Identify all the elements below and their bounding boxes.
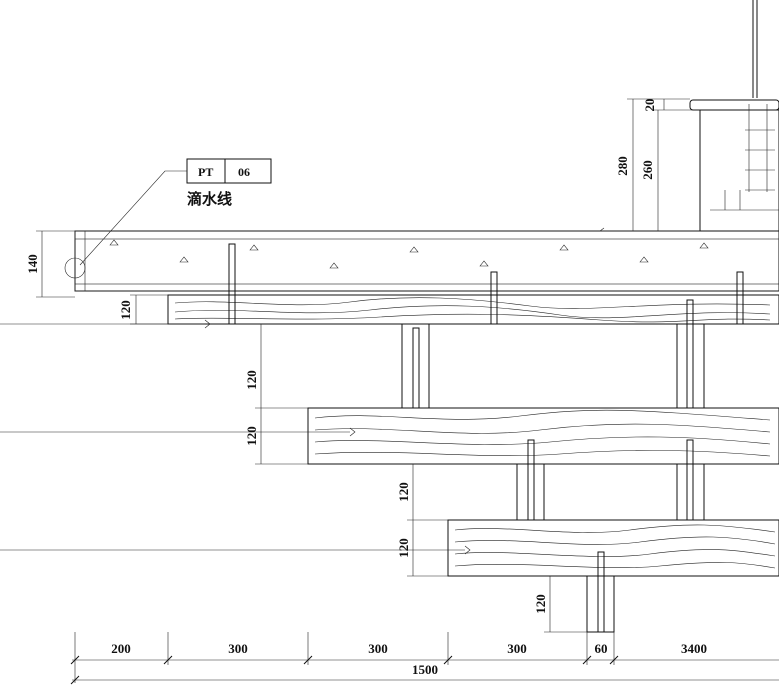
dim-total: 1500 bbox=[412, 662, 438, 677]
curb-wall bbox=[689, 0, 779, 232]
dim-seg-5: 60 bbox=[595, 641, 608, 656]
svg-text:280: 280 bbox=[615, 156, 630, 176]
bolts bbox=[228, 243, 744, 633]
leader-lines bbox=[0, 319, 471, 555]
concrete-slab bbox=[74, 227, 779, 292]
drip-line-note: 滴水线 bbox=[187, 190, 232, 208]
dim-gap-1: 120 bbox=[244, 324, 308, 409]
wood-board-3 bbox=[447, 519, 779, 577]
svg-text:260: 260 bbox=[640, 160, 655, 180]
dim-board-3: 120 bbox=[396, 520, 448, 577]
dim-seg-4: 300 bbox=[507, 641, 527, 656]
callout-code: PT bbox=[198, 165, 213, 179]
svg-text:120: 120 bbox=[118, 300, 133, 320]
svg-text:140: 140 bbox=[25, 254, 40, 274]
svg-text:20: 20 bbox=[642, 99, 657, 112]
svg-text:120: 120 bbox=[533, 594, 548, 614]
svg-text:120: 120 bbox=[396, 538, 411, 558]
dim-seg-6: 3400 bbox=[681, 641, 707, 656]
detail-callout: PT 06 滴水线 bbox=[64, 158, 272, 279]
support-posts bbox=[401, 323, 705, 633]
dim-gap-2: 120 bbox=[396, 464, 448, 521]
dim-slab-thickness: 140 bbox=[25, 230, 75, 298]
dim-board-1: 120 bbox=[118, 294, 168, 325]
drip-line-marker bbox=[64, 257, 86, 279]
svg-text:120: 120 bbox=[244, 370, 259, 390]
wood-board-2 bbox=[307, 407, 779, 465]
dim-board-2: 120 bbox=[244, 408, 308, 465]
bottom-dimension-chain: 200 300 300 300 60 3400 1500 bbox=[70, 632, 779, 685]
svg-text:120: 120 bbox=[244, 426, 259, 446]
dim-seg-2: 300 bbox=[228, 641, 248, 656]
dim-seg-1: 200 bbox=[111, 641, 131, 656]
callout-number: 06 bbox=[238, 165, 250, 179]
dim-gap-3: 120 bbox=[533, 576, 587, 633]
wood-board-1 bbox=[167, 294, 779, 325]
dim-curb: 280 260 20 bbox=[615, 99, 700, 231]
dim-seg-3: 300 bbox=[368, 641, 388, 656]
svg-text:120: 120 bbox=[396, 482, 411, 502]
